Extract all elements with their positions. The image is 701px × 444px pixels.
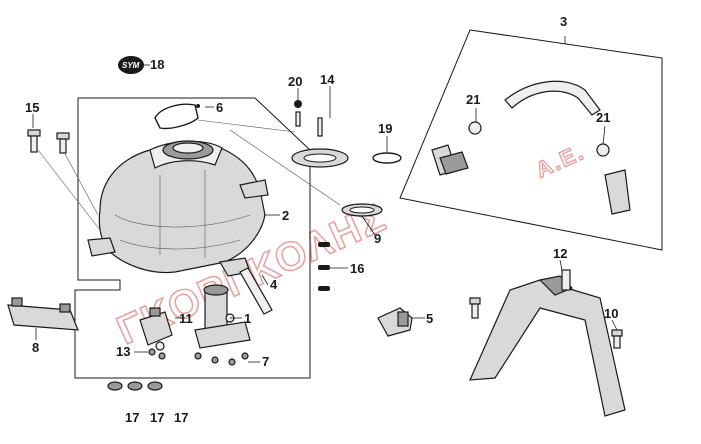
callout-8: 8 [32,340,39,355]
clip-5 [377,307,413,337]
vent-hose [431,80,631,215]
callout-9: 9 [374,231,381,246]
callout-21a: 21 [466,92,480,107]
callout-11: 11 [179,311,193,326]
callout-17b: 17 [150,410,164,425]
support-bracket [469,269,626,417]
callout-13: 13 [116,344,130,359]
o-ring-19 [372,152,402,164]
leader-lines [32,36,618,363]
screws-13 [148,348,166,360]
hose-group-frame [399,29,663,251]
callout-14: 14 [320,72,335,87]
fuel-tank [87,140,269,277]
gaskets-16 [318,242,330,291]
bolt-15 [27,129,41,153]
lock-ring-9 [341,203,383,217]
plate-14 [291,117,349,168]
callout-18: 18 [150,57,164,72]
callout-labels: 18 15 6 2 4 1 11 13 7 8 17 17 17 20 14 1… [25,14,618,425]
watermark-suffix: Α.Ε. [532,139,589,182]
callout-21b: 21 [596,110,610,125]
callout-12: 12 [553,246,567,261]
callout-6: 6 [216,100,223,115]
callout-15: 15 [25,100,39,115]
callout-1: 1 [244,311,251,326]
callout-16: 16 [350,261,364,276]
callout-17c: 17 [174,410,188,425]
callout-19: 19 [378,121,392,136]
screws-7 [194,352,249,366]
bolt-10 [611,329,623,349]
callout-2: 2 [282,208,289,223]
callout-20: 20 [288,74,302,89]
sym-logo-text: SYM [122,61,140,70]
fuel-sender [139,307,173,351]
bolt-12-side [469,297,481,319]
callout-10: 10 [604,306,618,321]
callout-4: 4 [270,277,278,292]
callout-3: 3 [560,14,567,29]
bolt-15b [56,132,70,154]
callout-17a: 17 [125,410,139,425]
bracket-8 [7,297,79,331]
hose-clamp [154,103,200,130]
fuel-pump [194,284,251,349]
fuel-hose [239,267,273,315]
callout-7: 7 [262,354,269,369]
callout-5: 5 [426,311,433,326]
tank-group-frame [74,97,311,379]
bolt-20 [294,100,302,127]
washers-17 [107,381,163,391]
sym-logo-badge: SYM [118,56,150,74]
